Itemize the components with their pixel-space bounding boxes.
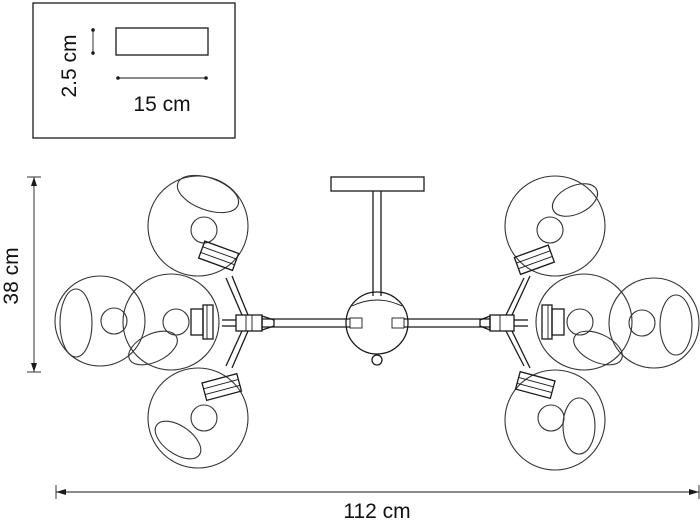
globe-left-mid — [122, 273, 220, 371]
fixture-width-label: 112 cm — [343, 500, 410, 523]
plate-height-label: 2.5 cm — [58, 34, 81, 97]
fixture — [222, 176, 531, 369]
base-plate-outline — [115, 27, 209, 56]
globe-left-top — [147, 174, 249, 277]
globe-left-bottom — [147, 367, 249, 469]
globe-left-far — [54, 275, 146, 367]
central-hub — [345, 291, 409, 366]
left-junction — [222, 275, 275, 369]
height-dimension: 38 cm — [0, 176, 41, 373]
globe-right-mid — [535, 273, 633, 371]
width-dimension: 112 cm — [55, 485, 700, 523]
plate-width-label: 15 cm — [133, 93, 190, 116]
globe-right-top — [504, 175, 606, 277]
globe-right-bottom — [504, 369, 606, 471]
right-junction — [479, 275, 531, 369]
fixture-height-label: 38 cm — [0, 247, 23, 304]
inset-frame — [32, 2, 236, 139]
base-plate-inset: 2.5 cm 15 cm — [32, 2, 236, 139]
ceiling-canopy — [330, 176, 425, 192]
globe-right-far — [608, 277, 700, 369]
